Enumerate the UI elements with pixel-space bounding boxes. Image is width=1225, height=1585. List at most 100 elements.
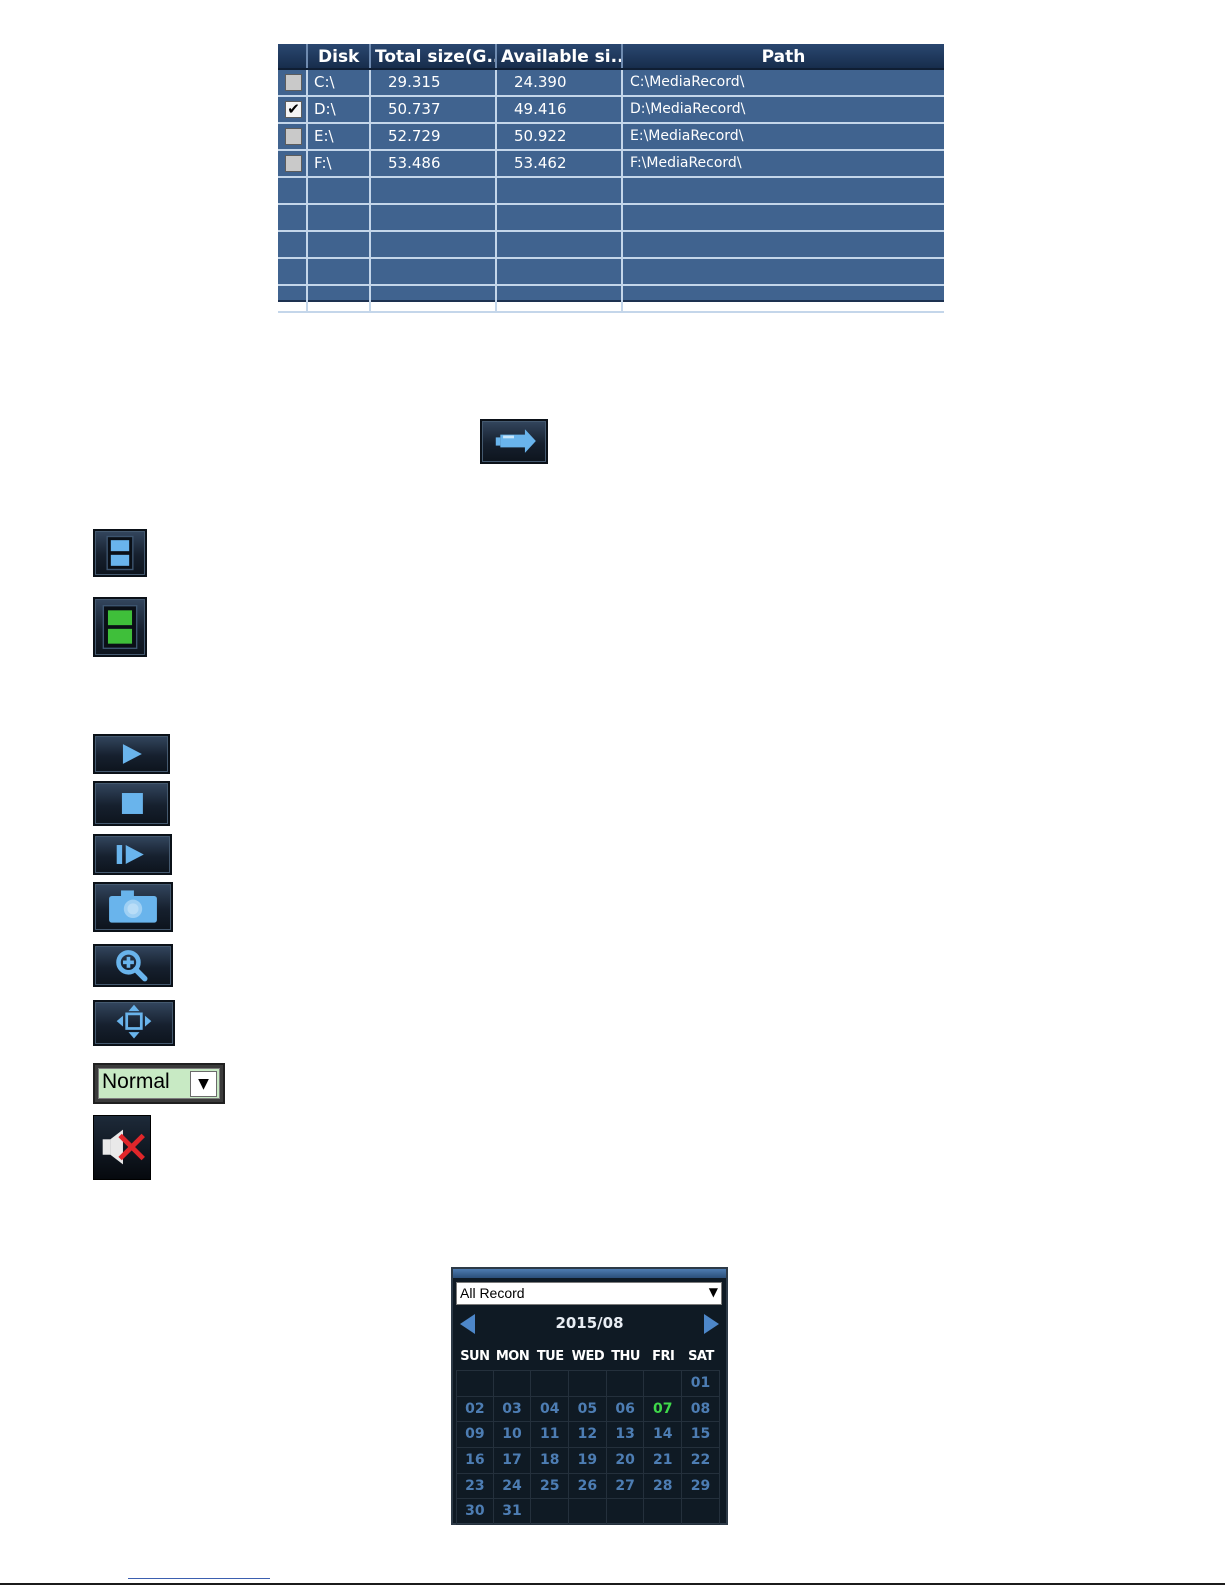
header-available-size[interactable]: Available si... [497,44,623,68]
snapshot-button[interactable] [93,882,173,932]
page-bottom-rule [0,1583,1225,1585]
row-checkbox-cell [278,259,308,284]
disk-name-cell: F:\ [308,151,371,176]
total-size-cell: 52.729 [371,124,497,149]
row-checkbox-cell [278,178,308,203]
weekday-label: SUN [460,1349,490,1364]
total-size-cell [371,178,497,203]
available-size-cell [497,178,623,203]
row-checkbox-cell [278,151,308,176]
available-size-cell [497,232,623,257]
calendar-day[interactable]: 07 [644,1396,683,1423]
calendar-day[interactable]: 15 [682,1422,720,1449]
calendar-day[interactable]: 09 [456,1422,494,1449]
disk-checkbox[interactable] [285,74,302,91]
calendar-nav: 2015/08 [453,1309,726,1339]
calendar-day[interactable]: 22 [682,1448,720,1474]
disk-table-empty-row [278,286,944,313]
disk-table-header: Disk Total size(G... Available si... Pat… [278,44,944,70]
camera-button[interactable] [480,419,548,464]
calendar-day[interactable]: 01 [682,1371,720,1397]
footnote-rule [128,1578,270,1579]
available-size-cell: 53.462 [497,151,623,176]
header-total-size[interactable]: Total size(G... [371,44,497,68]
mute-button[interactable] [93,1115,151,1180]
playback-speed-value: Normal [102,1070,170,1093]
calendar-empty-day [569,1371,607,1397]
playback-speed-select[interactable]: Normal ▼ [93,1063,225,1104]
calendar-day[interactable]: 29 [682,1473,720,1500]
header-path[interactable]: Path [761,47,806,67]
split-layout-active-button[interactable] [93,597,147,657]
calendar-day[interactable]: 17 [493,1448,532,1474]
weekday-label: WED [571,1349,605,1364]
calendar-day[interactable]: 19 [569,1448,607,1474]
next-month-icon[interactable] [704,1314,719,1334]
disk-name-cell [308,232,371,257]
calendar-day[interactable]: 13 [606,1422,645,1449]
weekday-label: FRI [652,1349,675,1364]
split-layout-button[interactable] [93,529,147,577]
calendar-day[interactable]: 06 [606,1396,645,1423]
disk-table-empty-row [278,232,944,259]
calendar-day[interactable]: 10 [493,1422,532,1449]
disk-checkbox[interactable] [285,128,302,145]
calendar-day[interactable]: 14 [644,1422,683,1449]
path-cell: E:\MediaRecord\ [630,128,744,144]
calendar-day[interactable]: 21 [644,1448,683,1474]
row-checkbox-cell [278,70,308,95]
weekday-label: TUE [536,1349,564,1364]
available-size-cell: 49.416 [497,97,623,122]
calendar-day[interactable]: 25 [531,1473,570,1500]
ptz-button[interactable] [93,1000,175,1046]
header-disk[interactable]: Disk [308,44,371,68]
zoom-button[interactable] [93,944,173,987]
play-icon [122,744,142,764]
calendar-week: 01 [456,1371,720,1397]
calendar-day[interactable]: 16 [456,1448,494,1474]
calendar-day[interactable]: 28 [644,1473,683,1500]
stop-button[interactable] [93,781,170,826]
calendar-day[interactable]: 04 [531,1396,570,1423]
calendar-empty-day [682,1499,720,1526]
row-checkbox-cell [278,205,308,230]
step-forward-button[interactable] [93,834,172,875]
calendar-day[interactable]: 12 [569,1422,607,1449]
disk-checkbox[interactable]: ✔ [285,101,302,118]
total-size-cell [371,286,497,311]
previous-month-icon[interactable] [460,1314,475,1334]
dropdown-arrow-icon[interactable]: ▼ [708,1285,718,1299]
calendar-day[interactable]: 11 [531,1422,570,1449]
calendar-day[interactable]: 31 [493,1499,532,1526]
disk-checkbox[interactable] [285,155,302,172]
weekday-label: THU [611,1349,640,1364]
calendar-day[interactable]: 24 [493,1473,532,1500]
ptz-move-icon [116,1004,152,1039]
calendar-day[interactable]: 27 [606,1473,645,1500]
calendar-day[interactable]: 03 [493,1396,532,1423]
calendar-day[interactable]: 26 [569,1473,607,1500]
weekday-label: SAT [688,1349,714,1364]
disk-name-cell [308,259,371,284]
calendar-day[interactable]: 23 [456,1473,494,1500]
path-cell [623,259,944,284]
calendar-day[interactable]: 02 [456,1396,494,1423]
dropdown-arrow-icon[interactable]: ▼ [190,1071,217,1097]
calendar-empty-day [644,1371,683,1397]
play-button[interactable] [93,734,170,774]
calendar-day[interactable]: 18 [531,1448,570,1474]
playback-speed-field: Normal ▼ [98,1068,220,1099]
calendar-day[interactable]: 05 [569,1396,607,1423]
calendar-day[interactable]: 30 [456,1499,494,1526]
calendar-day[interactable]: 08 [682,1396,720,1423]
calendar-day[interactable]: 20 [606,1448,645,1474]
record-type-select[interactable]: All Record ▼ [456,1282,722,1305]
calendar-title-bar [453,1269,726,1278]
